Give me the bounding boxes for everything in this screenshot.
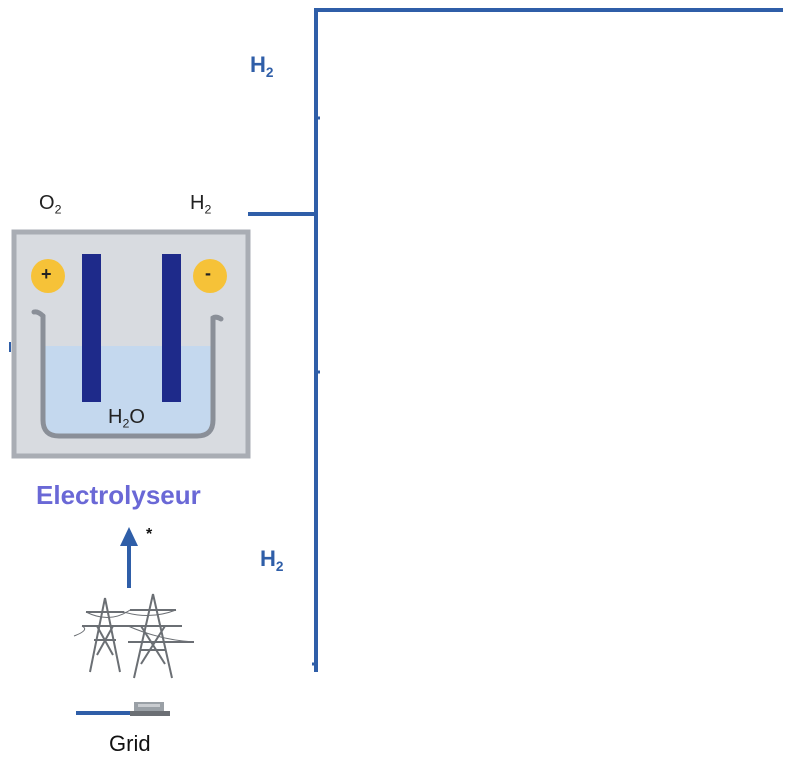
hydrogen-main-pipe bbox=[314, 8, 783, 672]
hydrogen-label-bottom: H2 bbox=[260, 546, 284, 574]
anode-sign: + bbox=[41, 264, 52, 284]
grid-meter-icon bbox=[130, 702, 170, 716]
grid-label: Grid bbox=[109, 731, 151, 756]
hydrogen-label-top: H2 bbox=[250, 52, 274, 80]
cathode-electrode bbox=[162, 254, 181, 402]
power-pylon-icon bbox=[73, 593, 195, 679]
cathode-terminal bbox=[193, 259, 227, 293]
star-mark: * bbox=[146, 526, 153, 543]
basin-left-rim bbox=[31, 309, 46, 319]
power-arrow bbox=[120, 527, 138, 588]
electrolyser-label: Electrolyseur bbox=[36, 480, 201, 510]
anode-terminal bbox=[31, 259, 65, 293]
hydrogen-outlet-label: H2 bbox=[190, 192, 212, 217]
cathode-sign: - bbox=[205, 263, 211, 283]
water-label: H2O bbox=[108, 406, 145, 431]
anode-electrode bbox=[82, 254, 101, 402]
electrolyser-cell bbox=[11, 229, 251, 459]
basin-outline bbox=[40, 313, 224, 439]
oxygen-label: O2 bbox=[39, 192, 62, 217]
